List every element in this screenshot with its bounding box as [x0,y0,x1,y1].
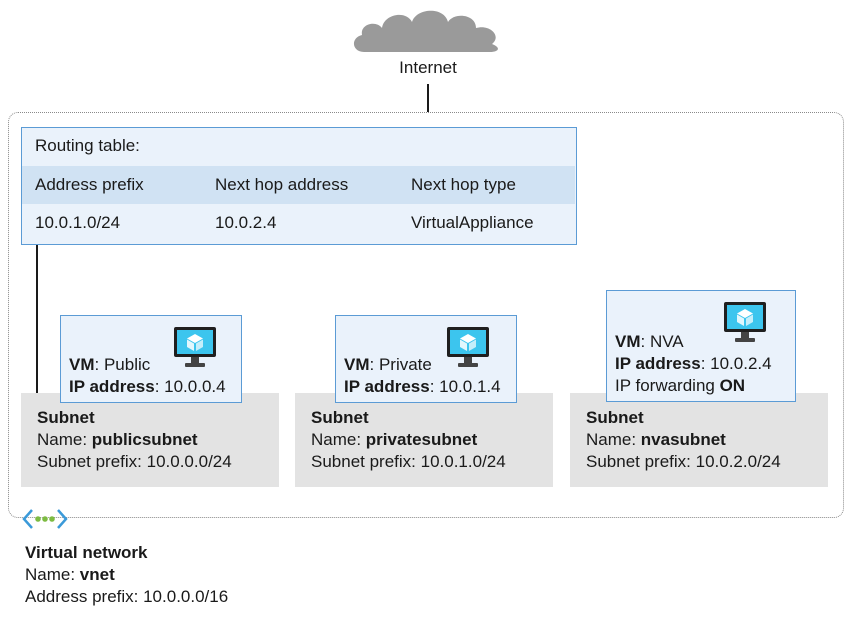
internet-label: Internet [399,58,457,77]
vm-label-key: VM [344,355,370,374]
cell-next-hop-type: VirtualAppliance [411,213,534,232]
virtual-network-boundary [8,112,844,518]
vm-name: : NVA [640,332,684,351]
routing-table: Routing table: Address prefix Next hop a… [21,127,577,245]
ip-forwarding-value: ON [719,376,746,395]
subnet-private: Subnet Name: privatesubnet Subnet prefix… [295,393,553,487]
subnet-title: Subnet [586,408,644,427]
ip-address: : 10.0.0.4 [154,377,226,396]
vm-label-key: VM [69,355,95,374]
subnet-name: nvasubnet [640,430,726,449]
vm-monitor-icon [174,327,216,367]
cell-address-prefix: 10.0.1.0/24 [35,213,121,232]
ip-label-key: IP address [615,354,701,373]
vnet-address-prefix: Address prefix: 10.0.0.0/16 [25,587,229,606]
vm-label-key: VM [615,332,641,351]
virtual-network-info: Virtual network Name: vnet Address prefi… [25,542,228,608]
internet-connector-line [427,84,429,112]
subnet-nva: Subnet Name: nvasubnet Subnet prefix: 10… [570,393,828,487]
column-header-address-prefix: Address prefix [35,175,144,194]
subnet-name-key: Name: [37,430,92,449]
vm-name: : Public [94,355,151,374]
subnet-name: publicsubnet [91,430,198,449]
subnet-name: privatesubnet [365,430,478,449]
vm-monitor-icon [447,327,489,367]
vnet-title: Virtual network [25,543,148,562]
subnet-public: Subnet Name: publicsubnet Subnet prefix:… [21,393,279,487]
subnet-name-key: Name: [586,430,641,449]
ip-forwarding-label: IP forwarding [615,376,720,395]
routing-table-association-line [36,245,38,394]
subnet-title: Subnet [37,408,95,427]
routing-table-header-row: Address prefix Next hop address Next hop… [22,166,575,204]
ip-address: : 10.0.2.4 [700,354,772,373]
vm-monitor-icon [724,302,766,342]
subnet-prefix: Subnet prefix: 10.0.1.0/24 [311,452,506,471]
vm-private: VM: Private IP address: 10.0.1.4 [335,315,517,403]
ip-label-key: IP address [344,377,430,396]
vnet-name-key: Name: [25,565,80,584]
vm-nva: VM: NVA IP address: 10.0.2.4 IP forwardi… [606,290,796,402]
subnet-name-key: Name: [311,430,366,449]
vm-public: VM: Public IP address: 10.0.0.4 [60,315,242,403]
subnet-prefix: Subnet prefix: 10.0.0.0/24 [37,452,232,471]
vm-name: : Private [369,355,432,374]
routing-table-title: Routing table: [35,136,140,155]
routing-table-header-band [22,166,575,204]
cloud-icon [353,10,498,53]
ip-address: : 10.0.1.4 [429,377,501,396]
column-header-next-hop-address: Next hop address [215,175,349,194]
subnet-title: Subnet [311,408,369,427]
virtual-network-peering-icon [22,509,68,529]
cell-next-hop-address: 10.0.2.4 [215,213,277,232]
column-header-next-hop-type: Next hop type [411,175,516,194]
subnet-prefix: Subnet prefix: 10.0.2.0/24 [586,452,781,471]
ip-label-key: IP address [69,377,155,396]
vnet-name: vnet [79,565,115,584]
table-row: 10.0.1.0/24 10.0.2.4 VirtualAppliance [22,204,575,242]
